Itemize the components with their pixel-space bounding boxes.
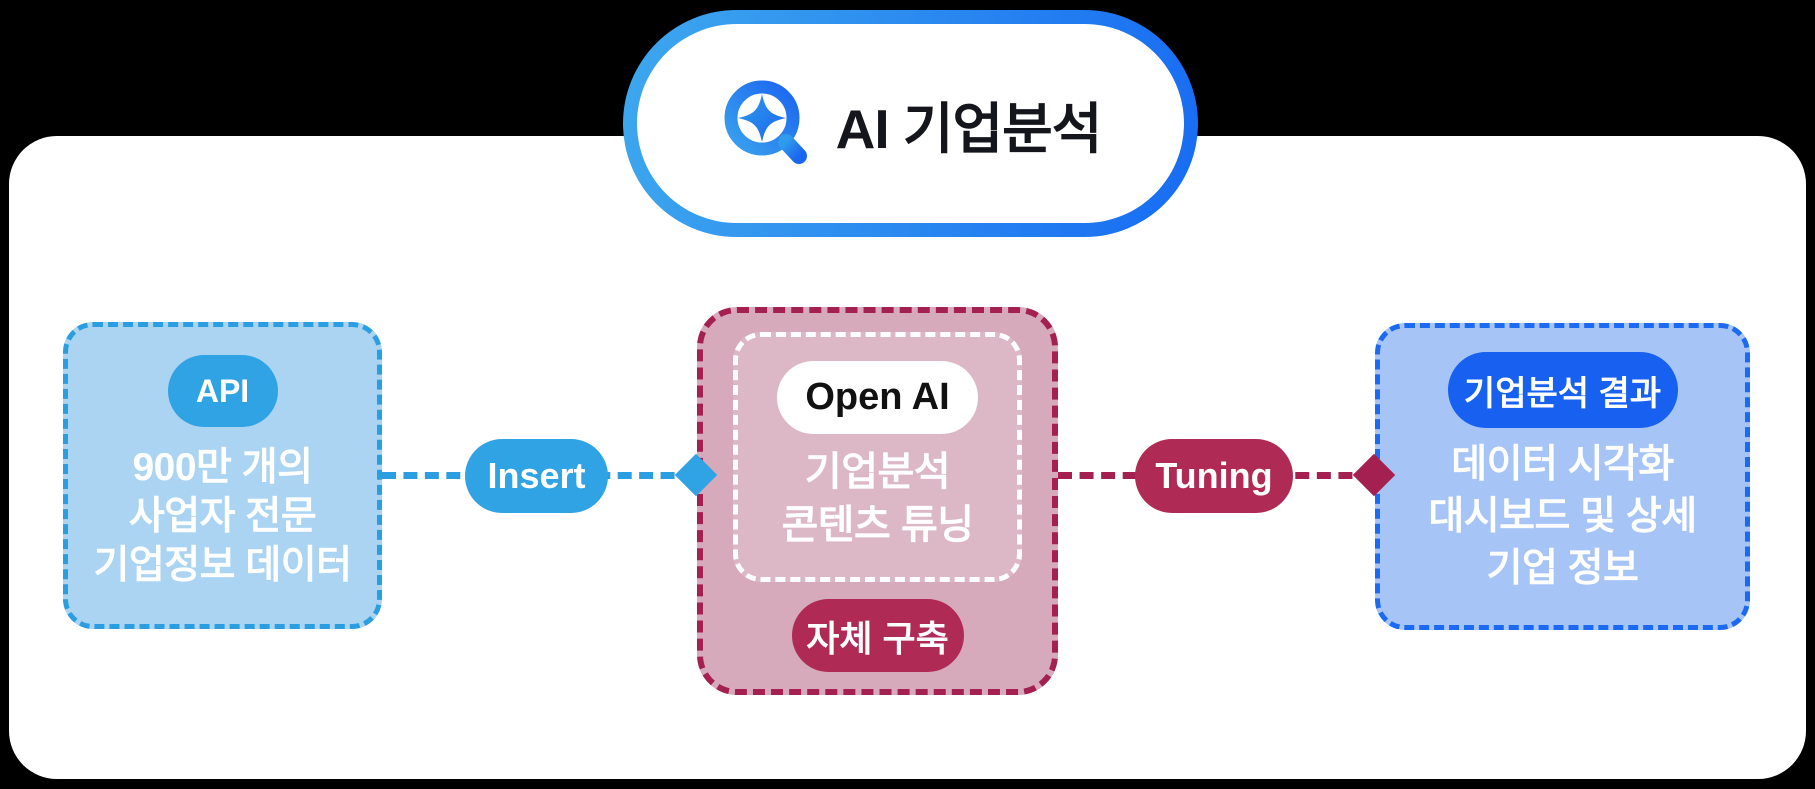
title-badge-inner: AI 기업분석 — [637, 24, 1184, 223]
ai-engine-inner-box: Open AI 기업분석 콘텐츠 튜닝 — [733, 332, 1022, 582]
node-text-line: 대시보드 및 상세 — [1428, 495, 1697, 538]
ai-engine-node: Open AI 기업분석 콘텐츠 튜닝 자체 구축 — [697, 307, 1058, 695]
openai-badge: Open AI — [777, 361, 978, 434]
title-badge: AI 기업분석 — [623, 10, 1198, 237]
node-text-line: 데이터 시각화 — [1451, 443, 1674, 486]
ai-engine-text: 기업분석 콘텐츠 튜닝 — [781, 446, 974, 552]
source-data-text: 900만 개의 사업자 전문 기업정보 데이터 — [93, 443, 353, 590]
result-text: 데이터 시각화 대시보드 및 상세 기업 정보 — [1428, 439, 1697, 595]
source-data-node: API 900만 개의 사업자 전문 기업정보 데이터 — [63, 322, 382, 629]
tuning-label-pill: Tuning — [1135, 439, 1293, 513]
node-text-line: 기업 정보 — [1486, 547, 1639, 590]
node-text-line: 기업분석 — [804, 450, 951, 494]
node-text-line: 콘텐츠 튜닝 — [781, 503, 974, 547]
node-text-line: 기업정보 데이터 — [93, 544, 353, 587]
page-title: AI 기업분석 — [835, 97, 1103, 160]
node-text-line: 사업자 전문 — [128, 495, 317, 538]
result-node: 기업분석 결과 데이터 시각화 대시보드 및 상세 기업 정보 — [1375, 323, 1750, 630]
magnifier-star-logo-icon — [720, 78, 812, 170]
insert-label-pill: Insert — [465, 439, 608, 513]
node-text-line: 900만 개의 — [132, 446, 313, 489]
api-badge: API — [167, 355, 278, 427]
self-built-badge: 자체 구축 — [791, 599, 964, 672]
analysis-result-badge: 기업분석 결과 — [1447, 352, 1678, 428]
